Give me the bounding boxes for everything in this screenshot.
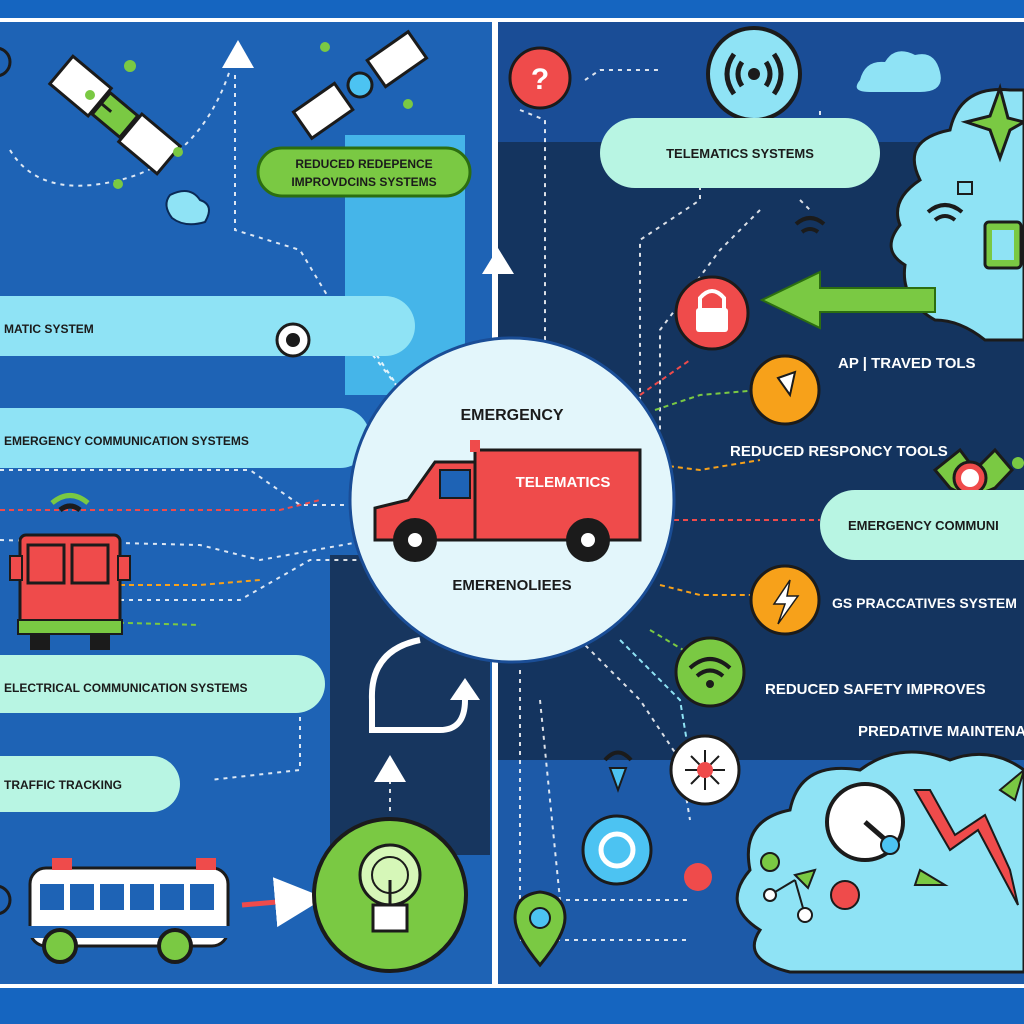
curved-arrow-icon — [368, 637, 468, 733]
ring-icon — [598, 831, 636, 869]
lightbulb-icon — [358, 843, 422, 933]
predictive-label: PREDATIVE MAINTENANCE — [858, 723, 1024, 740]
big-green-arrow-icon — [759, 270, 936, 330]
fire-truck-icon — [9, 533, 131, 650]
wifi-icon-left — [50, 493, 90, 513]
blob-icon — [165, 190, 210, 226]
center-bottom-label: EMERENOLIEES — [452, 577, 571, 594]
band-traffic-tracking — [0, 756, 180, 812]
reduced-safety-label: REDUCED SAFETY IMPROVES — [765, 681, 986, 698]
gs-predictives-label: GS PRACCATIVES SYSTEM — [832, 595, 1017, 611]
small-square-icon — [957, 181, 973, 195]
antenna-icon — [603, 750, 633, 793]
band4-label: TRAFFIC TRACKING — [4, 778, 122, 792]
cloud-icon — [856, 51, 1024, 342]
satellite-icon — [47, 54, 183, 176]
pin-icon — [776, 370, 797, 398]
sparkle-dots — [85, 42, 413, 189]
telematics-systems-pill — [600, 118, 880, 188]
sparkle-icon — [960, 82, 1024, 163]
reduced-redundance-badge — [256, 146, 472, 198]
band2-label: EMERGENCY COMMUNICATION SYSTEMS — [4, 434, 249, 448]
reduced-response-label: REDUCED RESPONCY TOOLS — [730, 443, 948, 460]
red-dot — [684, 863, 712, 891]
arrow-icon-3 — [374, 755, 406, 782]
wifi-icon-cloud — [926, 203, 964, 222]
ap-travel-label: AP | TRAVED TOLS — [838, 355, 976, 372]
red-arrow-icon — [241, 877, 325, 928]
fire-truck-center-icon — [373, 440, 642, 562]
edge-circle-icon-2 — [0, 885, 12, 915]
network-nodes-icon — [760, 852, 949, 923]
red-zigzag-arrow-icon — [913, 789, 1019, 906]
edge-dot — [1012, 457, 1024, 469]
travel-tools-badge — [749, 354, 821, 426]
question-badge — [508, 46, 572, 110]
arrow-icon-2 — [482, 248, 514, 274]
ring-badge — [581, 814, 653, 886]
lock-icon — [696, 289, 728, 332]
school-bus-icon — [28, 858, 230, 964]
band-matic-system — [0, 296, 415, 356]
satellite-icon-2 — [291, 29, 429, 141]
arrow-icon — [222, 40, 254, 68]
wifi-icon-small — [794, 216, 826, 234]
edge-circle-icon — [0, 47, 12, 77]
center-top-label: EMERGENCY — [460, 407, 563, 424]
emergency-communi-pill — [820, 490, 1024, 560]
center-truck-label: TELEMATICS — [516, 474, 611, 491]
green-leaf-icon — [998, 768, 1024, 802]
band-emergency-comm — [0, 408, 370, 468]
lightning-icon — [772, 579, 800, 625]
telematics-pill-label: TELEMATICS SYSTEMS — [666, 146, 814, 161]
wifi-icon — [688, 657, 732, 678]
band-electrical-comm — [0, 655, 325, 713]
band3-label: ELECTRICAL COMMUNICATION SYSTEMS — [4, 681, 248, 695]
reduced-box-line1: REDUCED REDEPENCE — [295, 157, 432, 171]
band1-label: MATIC SYSTEM — [4, 322, 94, 336]
emergency-pill-label: EMERGENCY COMMUNI — [848, 518, 999, 533]
reduced-box-line2: IMPROVDCINS SYSTEMS — [291, 175, 436, 189]
curved-arrow-head — [450, 678, 480, 700]
question-icon: ? — [531, 63, 549, 96]
broadcast-waves — [724, 52, 784, 96]
